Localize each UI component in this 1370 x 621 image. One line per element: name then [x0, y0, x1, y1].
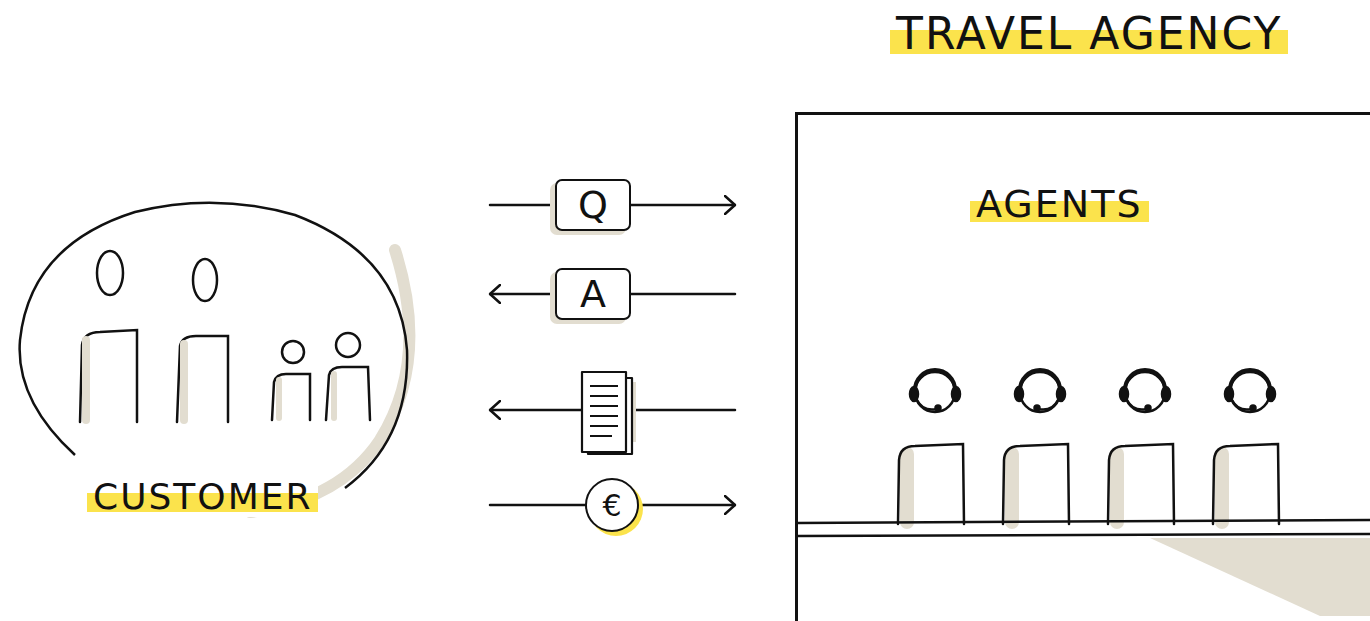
text-holder: CUSTOMER [87, 476, 318, 517]
group-heading: AGENTS [970, 183, 1149, 227]
customer-group: CUSTOMER [15, 200, 410, 500]
edge-label: A [580, 272, 606, 316]
agent-figure [1108, 370, 1174, 524]
desk-edge [797, 534, 1370, 536]
box-heading: TRAVEL AGENCY [890, 9, 1288, 60]
message-box: A [555, 268, 631, 320]
text-holder: AGENTS [970, 183, 1149, 227]
group-outline [20, 203, 408, 488]
payment-token: € [585, 478, 639, 532]
desk-edge [797, 520, 1370, 523]
adult-figure [177, 259, 228, 422]
child-figure [326, 333, 370, 420]
adult-figure [80, 251, 137, 422]
child-figure [272, 341, 310, 420]
circle-shadow [250, 250, 409, 512]
document-icon [582, 372, 636, 454]
desk-shadow [1150, 538, 1370, 616]
text-holder: TRAVEL AGENCY [890, 9, 1288, 60]
edge-label: Q [578, 183, 608, 227]
agent-figure [898, 370, 964, 524]
group-name: CUSTOMER [87, 476, 318, 517]
agency-box: TRAVEL AGENCYAGENTS [795, 112, 1370, 621]
edge-label: € [602, 488, 621, 523]
agent-figure [1213, 370, 1279, 524]
agent-figure [1003, 370, 1069, 524]
message-box: Q [555, 179, 631, 231]
group-outline [15, 200, 410, 500]
